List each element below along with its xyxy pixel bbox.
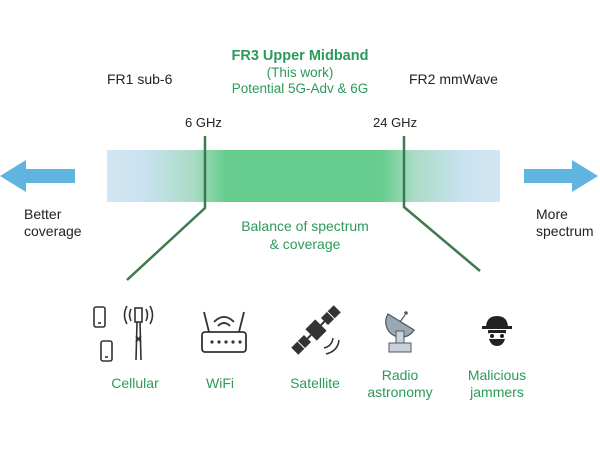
application-label-jammers-line1: Malicious — [467, 367, 527, 383]
wifi-router-icon — [201, 311, 247, 353]
application-label-radio-astronomy-line2: astronomy — [367, 384, 433, 400]
fr2-label: FR2 mmWave — [409, 71, 498, 87]
left-arrow-caption-line1: Better — [24, 206, 62, 222]
fr3-potential: Potential 5G-Adv & 6G — [231, 81, 369, 96]
balance-caption-line2: & coverage — [269, 236, 341, 252]
fr3-subtitle: (This work) — [266, 65, 334, 80]
high-frequency-line — [402, 136, 481, 272]
balance-caption-line1: Balance of spectrum — [241, 218, 369, 234]
fr3-title: FR3 Upper Midband — [231, 48, 369, 64]
low-frequency-label: 6 GHz — [185, 115, 222, 130]
right-arrow-caption-line2: spectrum — [536, 223, 594, 239]
application-label-cellular: Cellular — [111, 375, 159, 391]
right-arrow-caption-line1: More — [536, 206, 568, 222]
satellite-icon — [291, 305, 341, 355]
application-label-satellite: Satellite — [290, 375, 340, 391]
left-arrow-caption-line2: coverage — [24, 223, 82, 239]
jammer-icon — [482, 316, 512, 346]
radio-telescope-icon — [385, 311, 415, 353]
spectrum-band — [107, 150, 500, 202]
application-label-radio-astronomy-line1: Radio — [381, 367, 419, 383]
right-arrow — [524, 160, 598, 192]
cellular-tower-icon — [93, 305, 154, 362]
fr1-label: FR1 sub-6 — [107, 71, 173, 87]
application-label-jammers-line2: jammers — [470, 384, 524, 400]
left-arrow — [0, 160, 75, 192]
high-frequency-label: 24 GHz — [373, 115, 418, 130]
application-label-wifi: WiFi — [206, 375, 234, 391]
satellite-signal-icon — [323, 337, 340, 355]
low-frequency-line — [126, 136, 207, 281]
